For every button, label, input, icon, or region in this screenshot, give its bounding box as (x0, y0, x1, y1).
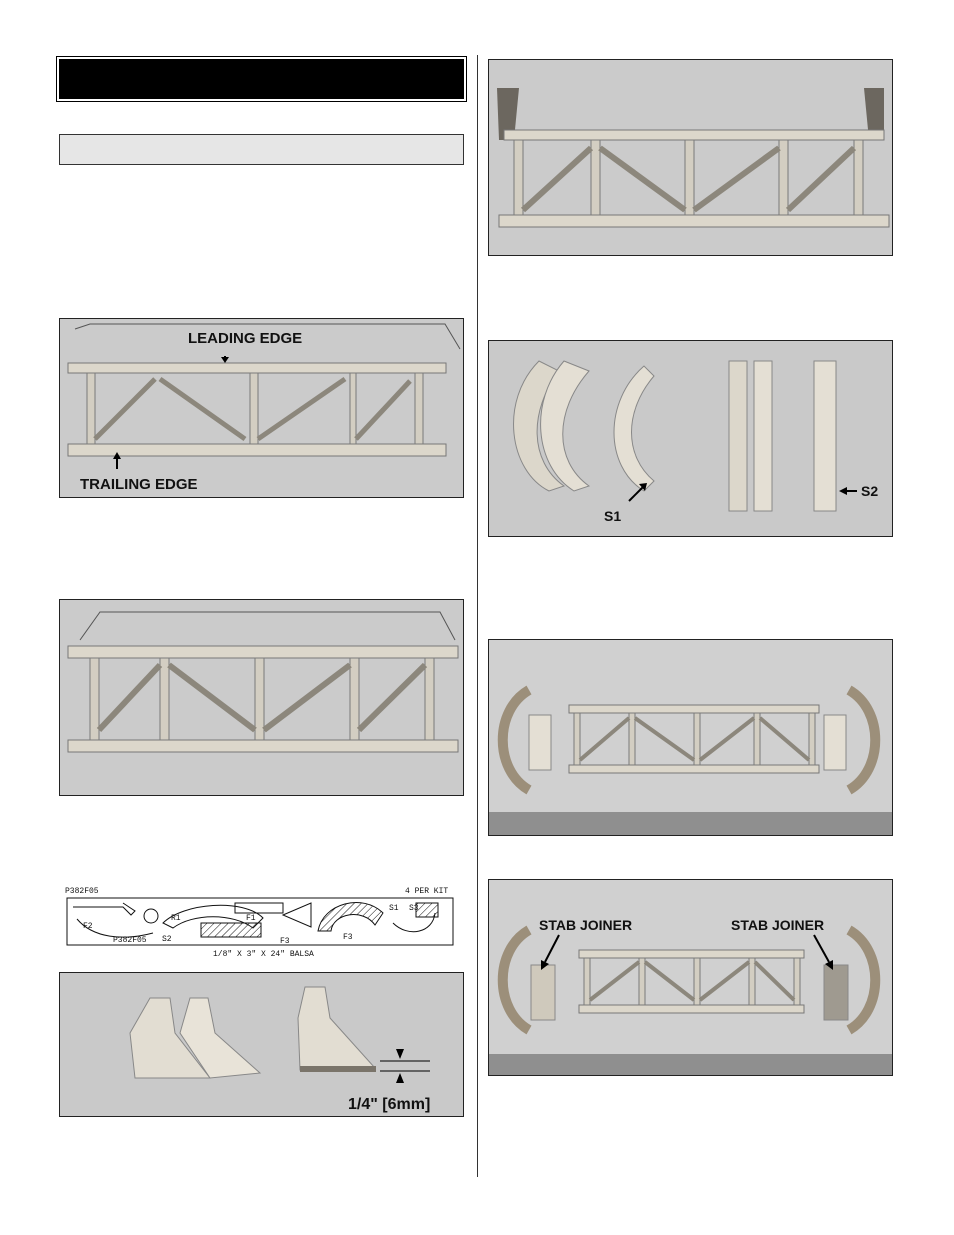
sheet-id-top: P382F05 (65, 887, 99, 896)
per-kit-label: 4 PER KIT (405, 887, 448, 896)
part-s3: S3 (409, 904, 419, 913)
s1-label: S1 (604, 508, 621, 524)
part-f3-a: F3 (280, 937, 290, 946)
stab-joiner-left-label: STAB JOINER (539, 917, 632, 933)
trailing-edge-label: TRAILING EDGE (80, 476, 198, 493)
part-f1: F1 (246, 914, 256, 923)
leading-edge-label: LEADING EDGE (188, 330, 302, 347)
parts-sheet-diagram: P382F05 4 PER KIT F2 R1 F1 S1 S3 S2 F3 F… (63, 883, 459, 959)
photo-stab-with-tips (488, 639, 893, 836)
column-divider (477, 55, 478, 1177)
part-s1: S1 (389, 904, 399, 913)
photo-stab-joiners: STAB JOINER STAB JOINER (488, 879, 893, 1076)
photo-stab-edges: LEADING EDGE TRAILING EDGE (59, 318, 464, 498)
section-title-bar (56, 56, 467, 102)
part-f2: F2 (83, 922, 93, 931)
subsection-title-bar (59, 134, 464, 165)
photo-s1-s2-parts: S1 S2 (488, 340, 893, 537)
stock-label: 1/8" X 3" X 24" BALSA (213, 950, 314, 959)
sheet-id-inner: P382F05 (113, 936, 147, 945)
part-s2: S2 (162, 935, 172, 944)
part-f3-b: F3 (343, 933, 353, 942)
s2-label: S2 (861, 483, 878, 499)
photo-stab-assembled (488, 59, 893, 256)
photo-thickness: 1/4" [6mm] (59, 972, 464, 1117)
stab-joiner-right-label: STAB JOINER (731, 917, 824, 933)
photo-stab-truss (59, 599, 464, 796)
part-r1: R1 (171, 914, 181, 923)
thickness-label: 1/4" [6mm] (348, 1096, 430, 1113)
